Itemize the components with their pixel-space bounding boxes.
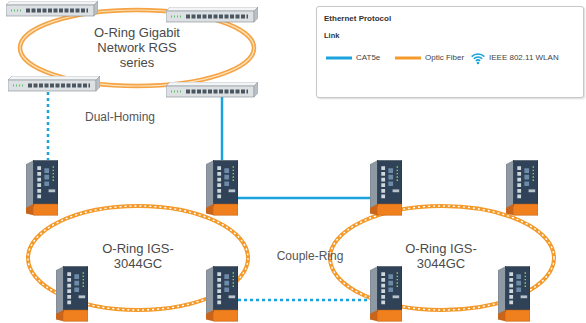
- wifi-dot: [477, 62, 480, 65]
- igs-switch: [370, 267, 402, 322]
- igs-switch: [206, 267, 238, 322]
- fiber-ring-core: [20, 10, 254, 86]
- ring-network: O-Ring IGS-3044GC: [370, 160, 548, 323]
- ring-network: O-Ring IGS-3044GC: [20, 160, 238, 323]
- legend-subheading: Link: [324, 31, 339, 41]
- legend-label: IEEE 802.11 WLAN: [489, 53, 559, 63]
- fiber-ring-core: [28, 206, 248, 310]
- legend-line: [326, 57, 352, 60]
- rgs-switch: [6, 1, 98, 16]
- igs-switch: [498, 267, 530, 322]
- rgs-switch: [166, 82, 258, 97]
- fiber-ring: [20, 10, 254, 86]
- ethernet-link: [238, 299, 370, 302]
- ethernet-link: [221, 92, 224, 160]
- fiber-ring: [28, 206, 248, 310]
- fiber-ring-core: [330, 206, 554, 310]
- legend-heading: Ethernet Protocol: [324, 14, 391, 24]
- igs-switch: [370, 161, 402, 216]
- legend-label: CAT5e: [356, 53, 380, 63]
- link-label: Couple-Ring: [277, 249, 344, 263]
- igs-switch: [56, 267, 88, 322]
- link-label: Dual-Homing: [85, 110, 155, 124]
- legend-label: Optic Fiber: [425, 53, 464, 63]
- wifi-arc: [472, 54, 485, 57]
- igs-switch: [206, 161, 238, 216]
- rgs-switch: [8, 76, 100, 91]
- igs-switch: [26, 161, 58, 216]
- ethernet-link: [47, 92, 50, 160]
- ring-text-block: O-Ring IGS-3044GC: [399, 241, 483, 271]
- ring-text-block: O-Ring IGS-3044GC: [96, 241, 180, 271]
- igs-switch: [506, 161, 538, 216]
- wifi-arc: [476, 59, 480, 61]
- wifi-arc: [474, 57, 482, 59]
- legend-line: [395, 57, 421, 60]
- ethernet-link: [238, 197, 370, 200]
- rgs-switch: [166, 7, 258, 22]
- ring-title: O-Ring IGS-3044GC: [96, 241, 180, 271]
- ring-title: O-Ring IGS-3044GC: [399, 241, 483, 271]
- ring-network: O-Ring Gigabit Network RGS series: [4, 0, 262, 92]
- legend-swatch: [395, 55, 421, 61]
- legend-swatch: [326, 55, 352, 61]
- legend-swatch: [470, 50, 486, 64]
- ring-text-block: O-Ring Gigabit Network RGS series: [87, 25, 187, 70]
- fiber-ring: [330, 206, 554, 310]
- ring-title: O-Ring Gigabit Network RGS series: [87, 25, 187, 70]
